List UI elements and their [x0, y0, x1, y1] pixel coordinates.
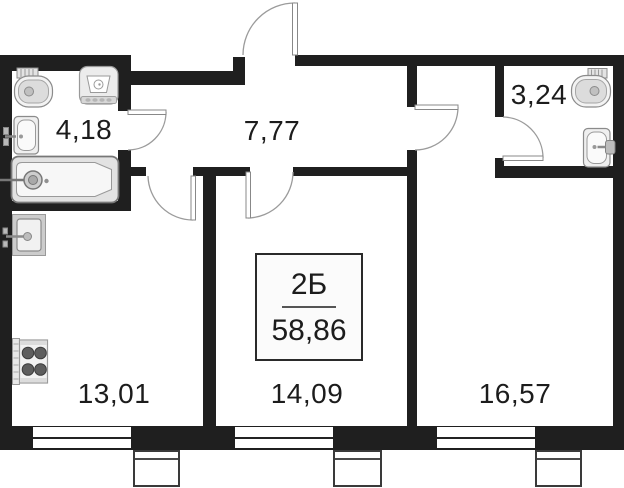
wall-top-bathroom	[0, 55, 131, 71]
wall-room-divider-upper	[407, 66, 417, 107]
living-room-window	[437, 427, 535, 448]
unit-type-label: 2Б	[290, 267, 328, 301]
facade-pilaster-2	[333, 450, 382, 487]
bathroom-door	[127, 109, 167, 151]
wall-outer-left	[0, 55, 12, 450]
wall-top-right	[295, 55, 624, 66]
room-area-kitchen: 13,01	[77, 378, 151, 409]
wc-sink-icon	[582, 127, 616, 168]
facade-pilaster-1	[133, 450, 180, 487]
wall-wc-bottom	[504, 166, 624, 178]
room-area-bathroom: 4,18	[55, 114, 113, 145]
bedroom-window	[235, 427, 333, 448]
room-area-bedroom: 14,09	[270, 378, 344, 409]
room-area-wc: 3,24	[510, 79, 568, 110]
bedroom-door	[245, 171, 294, 219]
entry-door	[242, 2, 298, 56]
stove-icon	[12, 338, 49, 385]
room-area-hallway: 7,77	[243, 115, 301, 146]
living-room-door	[414, 104, 459, 151]
unit-info-box: 2Б 58,86	[255, 253, 363, 361]
wall-hall-south-mid	[193, 167, 250, 176]
wall-outer-right	[613, 55, 624, 450]
unit-total-area: 58,86	[271, 313, 347, 347]
wc-toilet-icon	[570, 68, 612, 108]
wall-kitchen-divider	[203, 176, 216, 426]
washing-machine-icon	[78, 65, 119, 105]
wall-top-hallway	[126, 71, 235, 85]
unit-divider	[282, 305, 336, 308]
bathtub-icon	[0, 155, 120, 204]
kitchen-door	[147, 175, 196, 221]
room-area-living-room: 16,57	[478, 378, 552, 409]
wall-wc-left-stub	[495, 158, 504, 178]
toilet-icon	[13, 67, 54, 108]
kitchen-window	[33, 427, 131, 448]
wall-wc-left-upper	[495, 66, 504, 117]
wall-room-divider-lower	[407, 150, 417, 426]
wall-bathroom-right-upper	[118, 55, 131, 111]
wall-bathroom-right-lower	[118, 150, 131, 211]
wall-bathroom-bottom	[0, 201, 131, 211]
wall-kitchen-door-stub	[118, 167, 146, 176]
wall-hall-south-long	[293, 167, 417, 176]
wall-entry-jamb	[233, 57, 245, 85]
facade-pilaster-3	[535, 450, 582, 487]
wc-door	[502, 116, 544, 161]
